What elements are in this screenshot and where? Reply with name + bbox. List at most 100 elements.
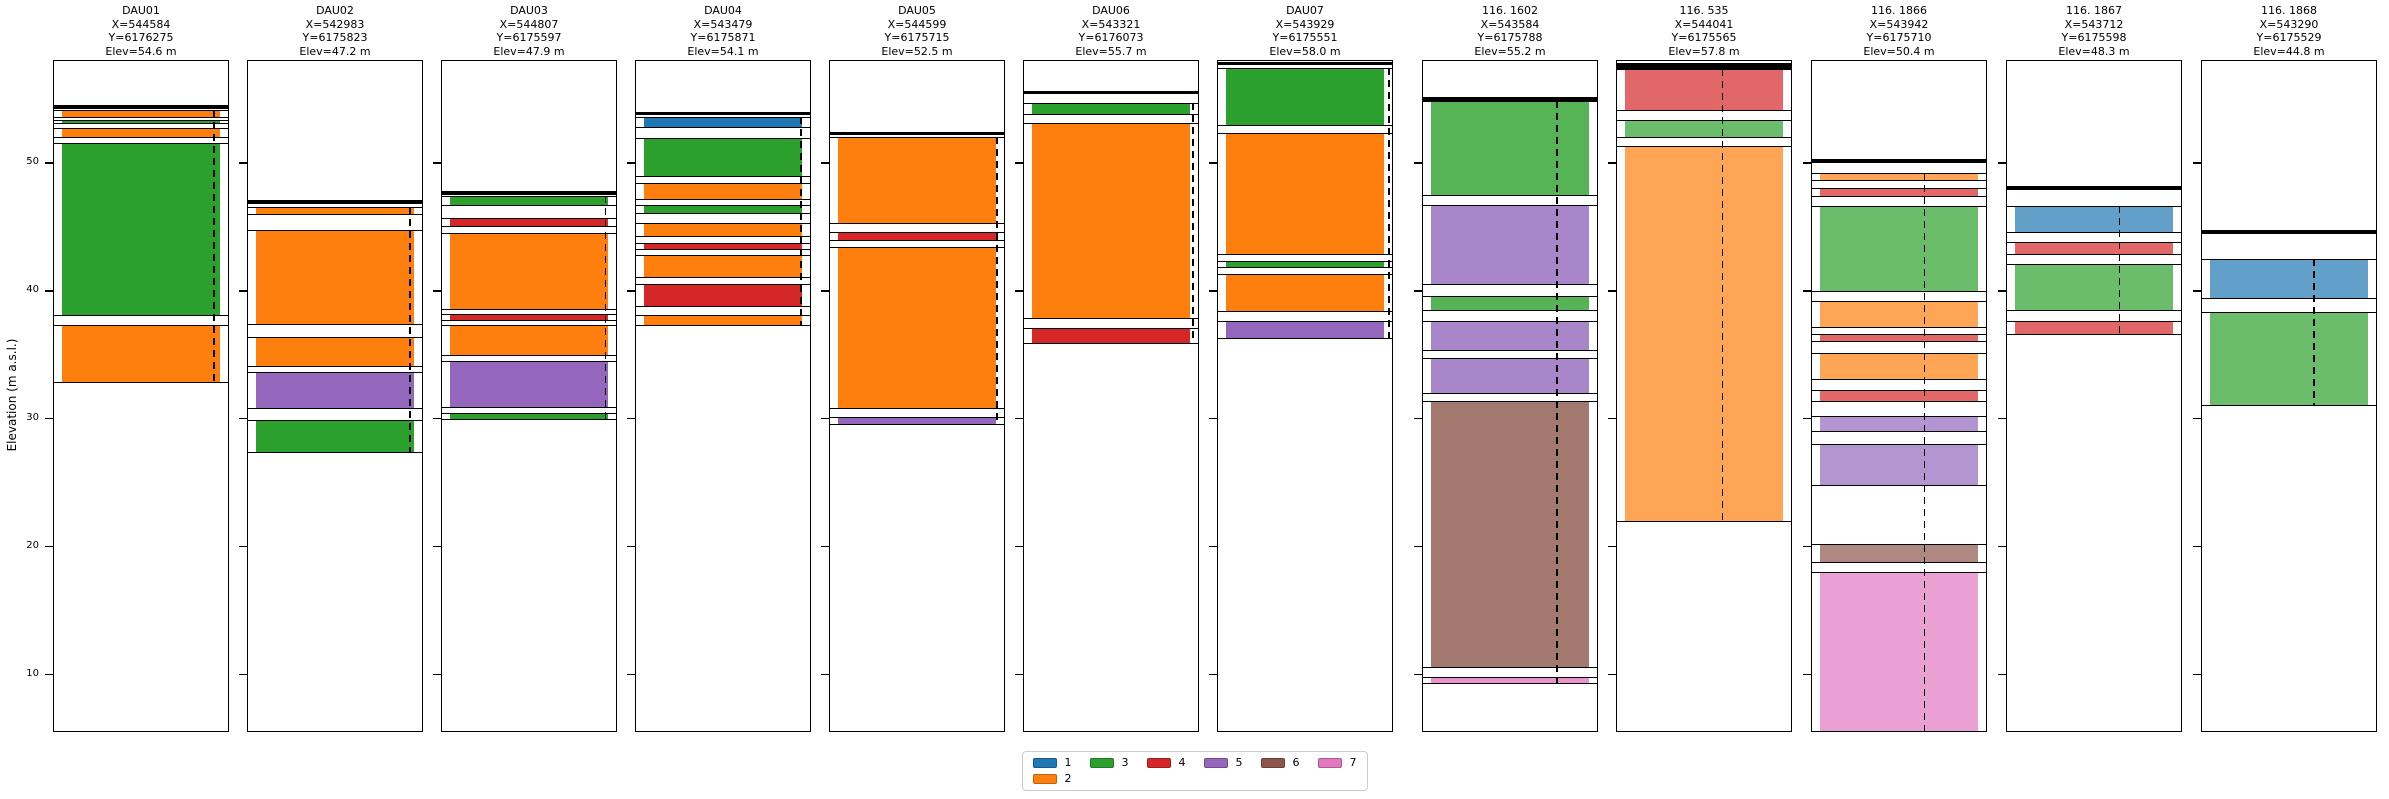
borehole-title-line: Y=6176275 [108,31,174,44]
legend-label: 6 [1292,756,1300,769]
borehole-panel [53,60,229,732]
y-tick [433,545,441,548]
stratum-layer-unit-4 [442,217,616,227]
borehole-name: 116. 1602 [1482,4,1538,17]
borehole-plot-area [1218,61,1392,731]
stratum-fill-unit-4 [450,218,608,226]
stratum-layer-unit-5 [1423,204,1597,286]
y-tick [821,290,829,292]
borehole-trace-dashed-line [996,137,998,425]
borehole-trace-dashed-line [604,195,607,420]
stratum-fill-unit-3 [1226,262,1384,267]
borehole-title-line: Y=6175871 [690,31,756,44]
stratum-layer-unit-4 [1812,390,1986,402]
y-tick [45,290,53,292]
stratum-fill-unit-4 [1820,189,1978,197]
stratum-fill-unit-6 [1820,544,1978,562]
borehole-trace-dashed-line [2118,206,2121,336]
borehole-title-line: Elev=47.9 m [493,44,565,58]
stratum-layer-unit-4 [636,284,810,308]
stratum-fill-unit-3 [644,205,802,213]
stratum-fill-unit-4 [644,244,802,249]
stratum-layer-unit-2 [54,110,228,118]
y-tick [1015,545,1023,548]
stratum-fill-unit-2 [256,337,414,367]
borehole-panel [2201,60,2377,732]
stratum-fill-unit-1 [2015,207,2173,232]
stratum-fill-unit-5 [450,361,608,408]
y-tick [1015,290,1023,292]
borehole-name: DAU03 [510,4,548,17]
surface-marker-layer [1617,62,1791,69]
stratum-fill-unit-2 [1820,301,1978,327]
surface-marker-layer [1024,91,1198,95]
stratum-fill-unit-1 [2210,259,2368,299]
legend-swatch-unit-3 [1089,758,1114,768]
stratum-layer-unit-2 [636,222,810,237]
stratum-layer-unit-3 [2007,263,2181,311]
borehole-trace-dashed-line [1191,102,1194,345]
stratum-layer-unit-3 [54,143,228,317]
stratum-layer-unit-4 [1812,188,1986,198]
stratum-layer-unit-2 [1218,133,1392,255]
borehole-trace-dashed-line [1387,68,1390,340]
legend-item-unit-3: 3 [1089,757,1129,769]
stratum-layer-unit-3 [1812,206,1986,292]
stratum-layer-unit-2 [442,325,616,356]
borehole-title-line: Elev=58.0 m [1269,44,1341,58]
y-tick [2193,673,2201,676]
borehole-title-line: Y=6175788 [1477,31,1543,44]
stratum-layer-unit-3 [1423,295,1597,311]
y-tick [1414,417,1422,420]
legend-column: 5 [1203,757,1243,769]
y-tick [1414,290,1422,292]
y-tick [1015,673,1023,676]
borehole-name: 116. 1868 [2261,4,2317,17]
borehole-title-line: Y=6175598 [2061,31,2127,44]
borehole-title-line: Elev=48.3 m [2058,44,2130,58]
y-tick [1998,545,2006,548]
y-tick [821,417,829,420]
borehole-name: DAU01 [122,4,160,17]
y-tick [1209,162,1217,164]
stratum-fill-unit-6 [1431,401,1589,667]
stratum-fill-unit-3 [62,121,220,124]
y-tick [1608,673,1616,676]
surface-marker-layer [830,131,1004,136]
y-tick-label: 10 [26,667,39,679]
borehole-name: 116. 1867 [2066,4,2122,17]
y-tick [239,290,247,292]
stratum-layer-unit-3 [636,204,810,214]
borehole-plot-area [442,61,616,731]
stratum-layer-unit-6 [1423,400,1597,668]
borehole-trace-dashed-line [1555,101,1558,685]
borehole-title-line: X=544599 [887,17,947,31]
stratum-fill-unit-5 [838,418,996,424]
stratum-fill-unit-5 [1431,322,1589,350]
stratum-layer-unit-4 [1617,69,1791,112]
surface-marker-layer [54,105,228,109]
borehole-title-line: Y=6175710 [1866,31,1932,44]
y-tick [2193,290,2201,292]
borehole-title-line: X=543321 [1081,17,1141,31]
stratum-fill-unit-3 [1820,207,1978,291]
y-tick [45,673,53,676]
stratum-layer-unit-2 [1812,172,1986,181]
stratum-fill-unit-2 [838,248,996,409]
y-tick [1015,417,1023,420]
stratum-fill-unit-3 [1032,103,1190,115]
y-tick-label: 20 [26,540,39,552]
stratum-layer-unit-2 [830,247,1004,410]
legend-item-unit-4: 4 [1146,757,1186,769]
stratum-fill-unit-2 [1625,147,1783,521]
borehole-title-line: X=543584 [1480,17,1540,31]
stratum-layer-unit-4 [442,313,616,322]
y-tick [2193,545,2201,548]
borehole-name: DAU05 [898,4,936,17]
stratum-fill-unit-4 [450,314,608,321]
stratum-fill-unit-2 [1032,124,1190,318]
stratum-layer-unit-2 [1024,123,1198,319]
